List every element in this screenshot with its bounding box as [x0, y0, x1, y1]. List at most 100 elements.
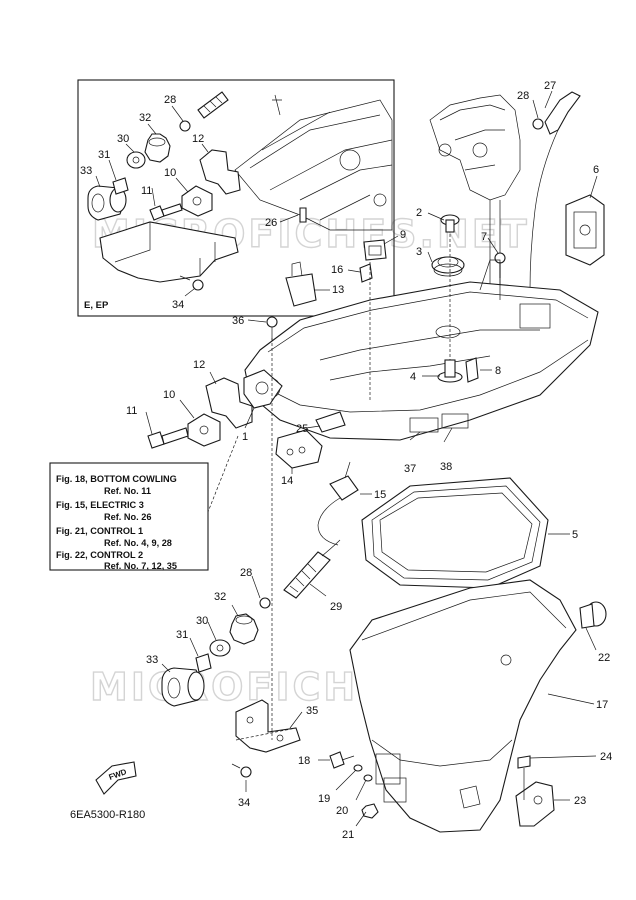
- part-2-bolt: [440, 214, 460, 233]
- callout-inset-12: 12: [192, 133, 204, 145]
- callout-31: 31: [176, 629, 188, 641]
- reference-note-box: Fig. 18, BOTTOM COWLING Ref. No. 11 Fig.…: [49, 462, 209, 571]
- callout-inset-11: 11: [141, 185, 152, 197]
- note-line-4: Ref. No. 26: [104, 512, 151, 522]
- callout-21: 21: [342, 829, 354, 841]
- callout-17: 17: [596, 699, 608, 711]
- part-35-bracket: [235, 699, 301, 753]
- callout-30: 30: [196, 615, 208, 627]
- inset-spring: [197, 91, 229, 119]
- part-3-grommet: [431, 256, 465, 277]
- callout-19: 19: [318, 793, 330, 805]
- callout-inset-34: 34: [172, 299, 184, 311]
- note-line-6: Ref. No. 4, 9, 28: [104, 538, 172, 548]
- part-12-lever: [205, 377, 253, 429]
- part-5-seal: [361, 477, 549, 589]
- callout-16: 16: [331, 264, 343, 276]
- callout-inset-30: 30: [117, 133, 129, 145]
- callout-inset-32: 32: [139, 112, 151, 124]
- inset-part-12: [199, 149, 241, 195]
- upper-engine-block-ghost: [429, 94, 521, 290]
- callout-22: 22: [598, 652, 610, 664]
- inset-leaders: [95, 105, 299, 297]
- callout-23: 23: [574, 795, 586, 807]
- inset-part-34-screw: [179, 275, 204, 291]
- callout-15: 15: [374, 489, 386, 501]
- reference-note-border: [49, 462, 209, 571]
- callout-33: 33: [146, 654, 158, 666]
- callout-32: 32: [214, 591, 226, 603]
- part-14-switch: [275, 429, 323, 469]
- callout-14: 14: [281, 475, 293, 487]
- callout-1: 1: [242, 431, 248, 443]
- note-line-3: Fig. 15, ELECTRIC 3: [56, 500, 144, 510]
- part-28-clip-lower: [259, 597, 271, 609]
- callout-38: 38: [440, 461, 452, 473]
- note-line-2: Ref. No. 11: [104, 486, 151, 496]
- part-15-connector: [317, 461, 359, 546]
- callout-13: 13: [332, 284, 344, 296]
- callout-3: 3: [416, 246, 422, 258]
- part-8-bolt: [465, 357, 479, 383]
- part-16-clip: [359, 263, 373, 283]
- inset-part-32: [144, 133, 171, 163]
- part-6-bracket: [565, 194, 605, 266]
- inset-border: [77, 79, 395, 317]
- callout-28-top: 28: [517, 90, 529, 102]
- diagram-code: 6EA5300-R180: [70, 809, 145, 821]
- note-line-5: Fig. 21, CONTROL 1: [56, 526, 143, 536]
- callout-2: 2: [416, 207, 422, 219]
- part-32-knob: [229, 613, 259, 645]
- part-27-hose: [529, 91, 581, 291]
- callout-9: 9: [400, 229, 406, 241]
- callout-6: 6: [593, 164, 599, 176]
- callout-11: 11: [126, 405, 137, 417]
- inset-part-33: [87, 185, 127, 221]
- part-1-linkage: [243, 369, 283, 409]
- callout-24: 24: [600, 751, 612, 763]
- callout-35: 35: [306, 705, 318, 717]
- inset-engine-outline: [234, 94, 393, 231]
- part-31-pin: [195, 653, 212, 673]
- callout-27: 27: [544, 80, 556, 92]
- inset-panel: 28 32 30 12 31 33 10 11 26 34 E, EP: [77, 79, 395, 317]
- callout-34: 34: [238, 797, 250, 809]
- inset-part-31: [112, 177, 129, 195]
- part-21-nut: [361, 803, 379, 819]
- inset-variant-label: E, EP: [84, 300, 109, 311]
- part-10-washer: [187, 413, 221, 447]
- part-20-washer: [363, 774, 373, 782]
- inset-part-10: [181, 185, 213, 217]
- callout-28-lower: 28: [240, 567, 252, 579]
- part-34-screw: [231, 763, 252, 778]
- part-36-screw: [266, 316, 278, 340]
- callout-8: 8: [495, 365, 501, 377]
- part-13-bracket: [285, 261, 317, 307]
- inset-part-28: [179, 120, 191, 132]
- callout-10: 10: [163, 389, 175, 401]
- callout-7: 7: [481, 231, 487, 243]
- callout-inset-26: 26: [265, 217, 277, 229]
- callout-inset-33: 33: [80, 165, 92, 177]
- callout-37: 37: [404, 463, 416, 475]
- callout-36: 36: [232, 315, 244, 327]
- part-33-bushing: [161, 667, 205, 707]
- callout-5: 5: [572, 529, 578, 541]
- part-23-plate: [515, 781, 555, 827]
- part-22-grommet: [579, 601, 607, 629]
- leader-lines: [145, 90, 598, 827]
- part-24-bolt: [517, 755, 531, 800]
- dashed-guide-lines: [207, 234, 451, 741]
- callout-4: 4: [410, 371, 416, 383]
- inset-part-26: [299, 207, 307, 223]
- part-9-grommet: [363, 239, 387, 261]
- fwd-arrow: FWD: [95, 761, 137, 795]
- note-line-1: Fig. 18, BOTTOM COWLING: [56, 474, 177, 484]
- part-11-bolt: [147, 427, 189, 449]
- callout-29: 29: [330, 601, 342, 613]
- part-18-screw: [329, 751, 355, 769]
- callout-labels: 1 2 3 4 5 6 7 8 9 10 11 12 13 14 15 16 1…: [126, 80, 612, 841]
- part-25-plate: [315, 411, 346, 433]
- note-line-8: Ref. No. 7, 12, 35: [104, 561, 177, 571]
